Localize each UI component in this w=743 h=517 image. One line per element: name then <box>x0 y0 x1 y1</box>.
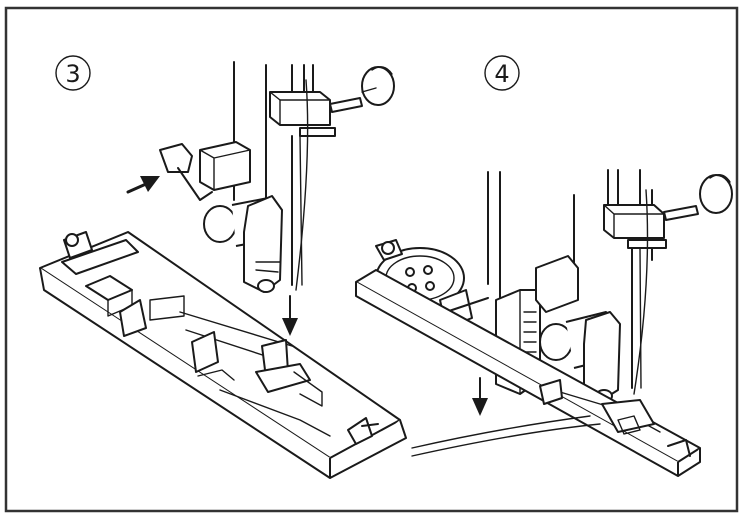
down-arrow-icon <box>472 377 488 416</box>
needle-clamp <box>269 91 336 137</box>
thread-line <box>411 415 601 457</box>
needle-clamp <box>603 204 667 249</box>
step-3-circled-number: 3 <box>55 55 91 91</box>
buttonhole-foot-icon <box>39 231 407 479</box>
step-3-panel: 3 <box>39 55 407 479</box>
down-arrow-icon <box>282 295 298 336</box>
circle-icon <box>484 55 520 91</box>
circle-icon <box>55 55 91 91</box>
step-4-panel: 4 <box>355 55 733 477</box>
buttonhole-foot-icon <box>355 269 701 477</box>
needle-icon <box>291 79 309 291</box>
diagram-border <box>4 6 739 513</box>
step-4-label: 4 <box>494 60 509 88</box>
needle-icon <box>631 189 649 395</box>
thumb-screw-icon <box>329 66 395 113</box>
presser-foot-shank <box>243 195 283 293</box>
thumb-screw-icon <box>663 174 733 221</box>
step-4-circled-number: 4 <box>484 55 520 91</box>
right-arrow-icon <box>126 176 160 194</box>
step-3-label: 3 <box>65 60 80 88</box>
